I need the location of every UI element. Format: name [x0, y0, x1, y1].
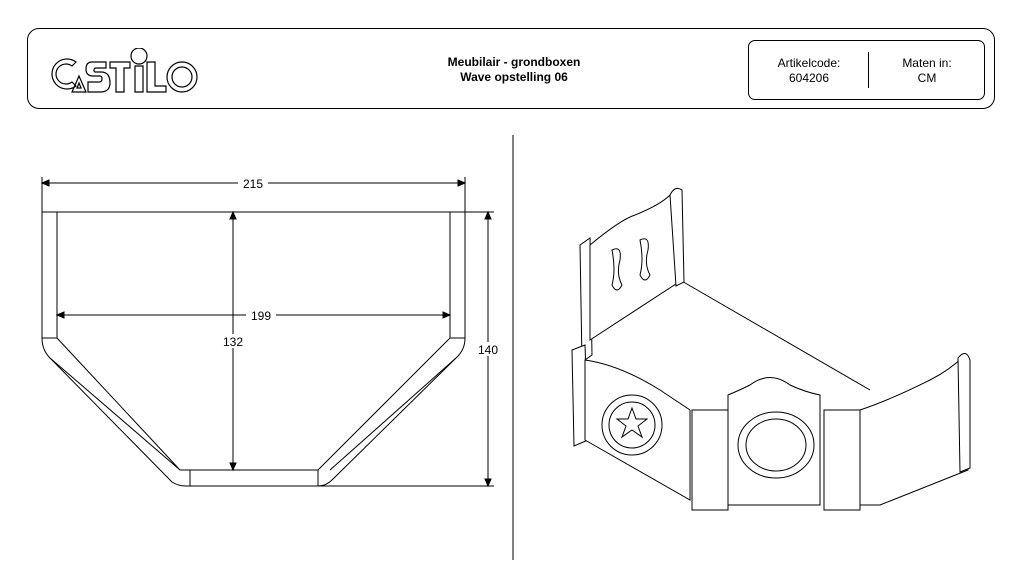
right-front-panel [859, 353, 969, 506]
dim-inner-width: 199 [251, 309, 271, 323]
right-panel [449, 211, 466, 339]
isometric-view [571, 187, 971, 511]
left-panel [41, 211, 58, 339]
drawing-title: Meubilair - grondboxen Wave opstelling 0… [414, 55, 614, 85]
title-line-2: Wave opstelling 06 [460, 70, 568, 84]
front-panel [189, 469, 319, 487]
title-line-1: Meubilair - grondboxen [447, 55, 581, 69]
dimension-lines [40, 177, 494, 488]
info-box: Artikelcode: 604206 Maten in: CM [748, 40, 985, 100]
article-code-label: Artikelcode: [777, 56, 841, 70]
right-diagonal-inner [329, 357, 457, 471]
outer-outline [41, 212, 466, 487]
article-code-value: 604206 [788, 71, 830, 85]
star-icon [615, 406, 649, 439]
units-cell: Maten in: CM [869, 56, 985, 86]
units-label: Maten in: [902, 56, 952, 70]
info-divider [868, 52, 869, 88]
dim-total-width: 215 [243, 177, 263, 191]
units-value: CM [917, 71, 937, 85]
dim-inner-depth: 132 [223, 335, 243, 349]
castilo-logo [51, 48, 198, 93]
back-left-post [579, 237, 593, 363]
back-panel [589, 189, 683, 341]
inner-outline [56, 212, 451, 471]
article-code-cell: Artikelcode: 604206 [749, 56, 869, 86]
left-diagonal-inner [49, 357, 181, 471]
wave-cutout [639, 238, 651, 281]
dim-total-depth: 140 [478, 343, 498, 357]
plan-view [41, 211, 466, 487]
wave-cutout [611, 248, 623, 291]
title-block [27, 28, 995, 109]
